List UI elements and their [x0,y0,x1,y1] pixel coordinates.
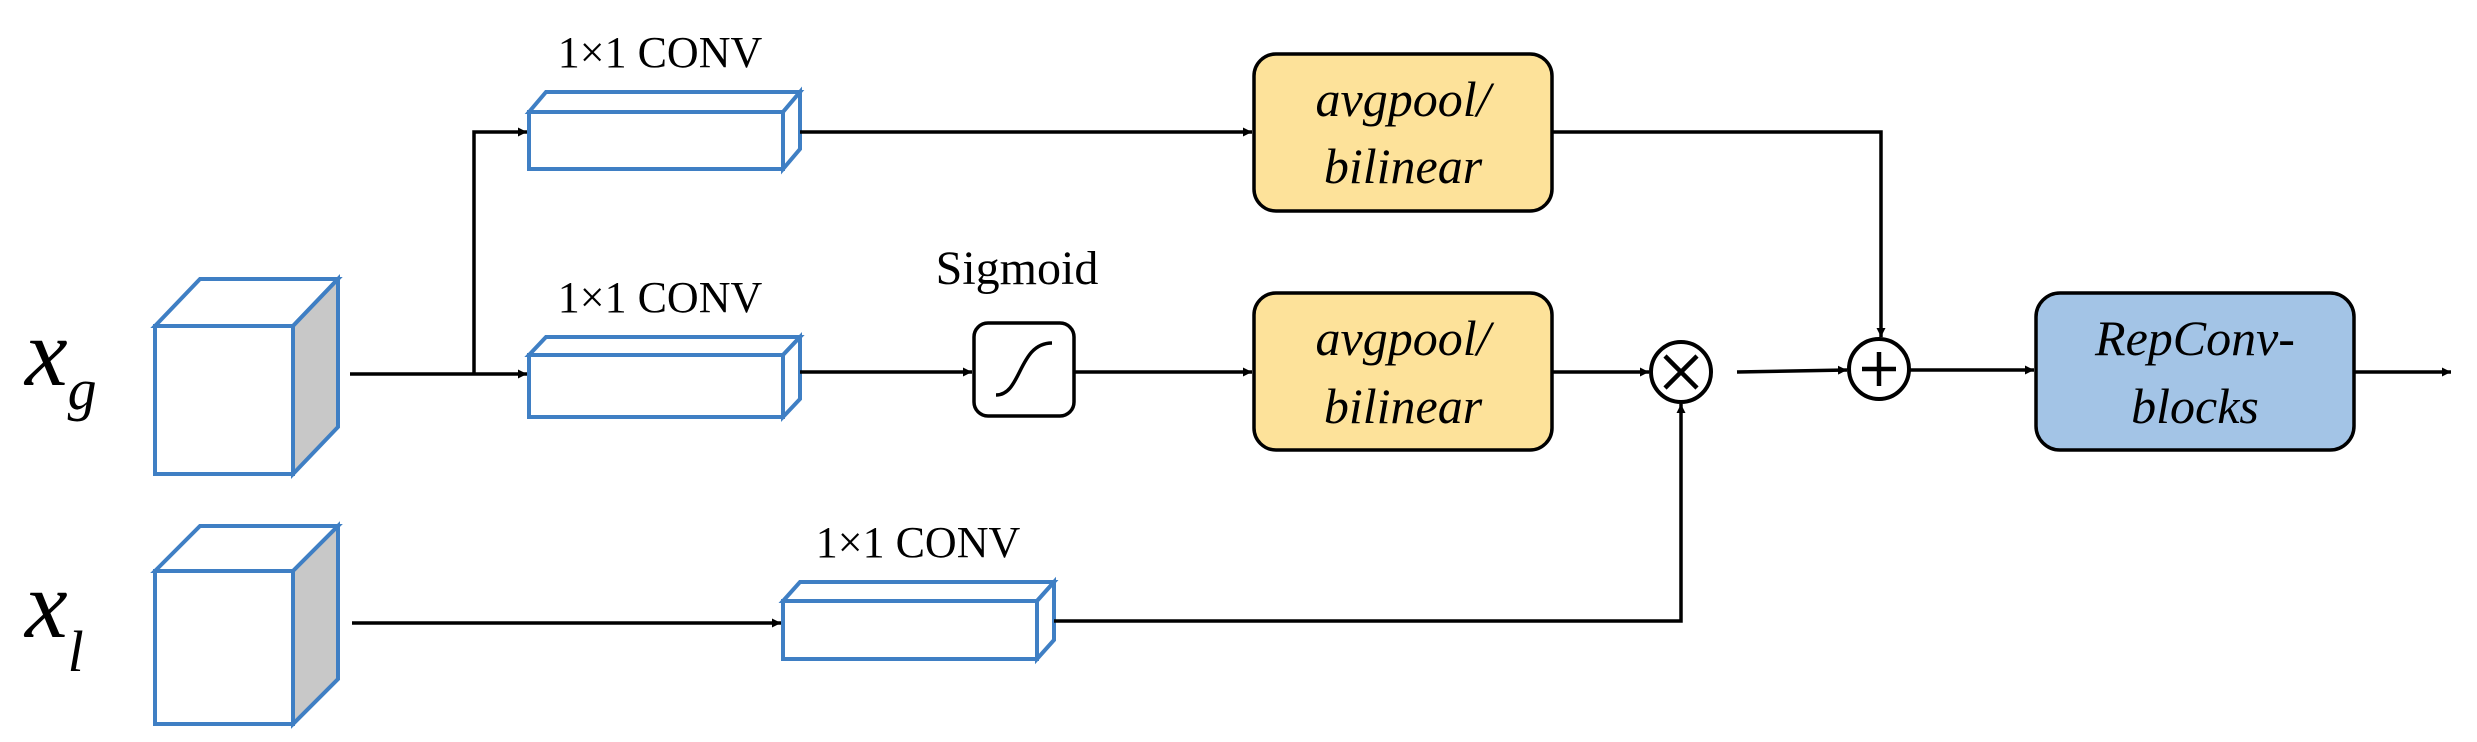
sigmoid-curve-icon [995,341,1053,397]
pool-top-line1: avgpool/ [1316,71,1495,127]
input-local-cube [150,521,343,729]
output-block: RepConv- blocks [2034,291,2356,452]
input-global-label: xg [23,299,97,422]
input-local-label: xl [23,551,84,684]
multiply-icon [1649,340,1713,404]
pool-top-line2: bilinear [1324,138,1483,194]
pool-middle-line1: avgpool/ [1316,310,1495,366]
conv-block-middle [524,331,805,423]
input-global-subscript: g [68,357,97,422]
sigmoid-label: Sigmoid [936,242,1099,295]
pool-middle-line2: bilinear [1324,378,1483,434]
sigmoid-block [972,321,1076,418]
conv-middle-label: 1×1 CONV [558,273,763,322]
output-line1: RepConv- [2094,310,2295,366]
conv-block-top [524,86,805,175]
output-line2: blocks [2131,378,2259,434]
input-global-cube [150,274,343,479]
input-local-subscript: l [68,619,84,684]
pool-block-top: avgpool/ bilinear [1252,52,1554,213]
pool-block-middle: avgpool/ bilinear [1252,291,1554,452]
arrow-pool-top-to-add [1552,130,1886,337]
arrow-multiply-to-add [1736,365,1848,375]
conv-block-bottom [778,576,1059,665]
add-icon [1847,337,1911,401]
connections [350,127,2451,628]
conv-bottom-label: 1×1 CONV [816,518,1021,567]
conv-top-label: 1×1 CONV [558,28,763,77]
arrow-branch-to-conv-top [472,127,527,374]
arrow-conv-bottom-to-multiply [1054,404,1686,623]
